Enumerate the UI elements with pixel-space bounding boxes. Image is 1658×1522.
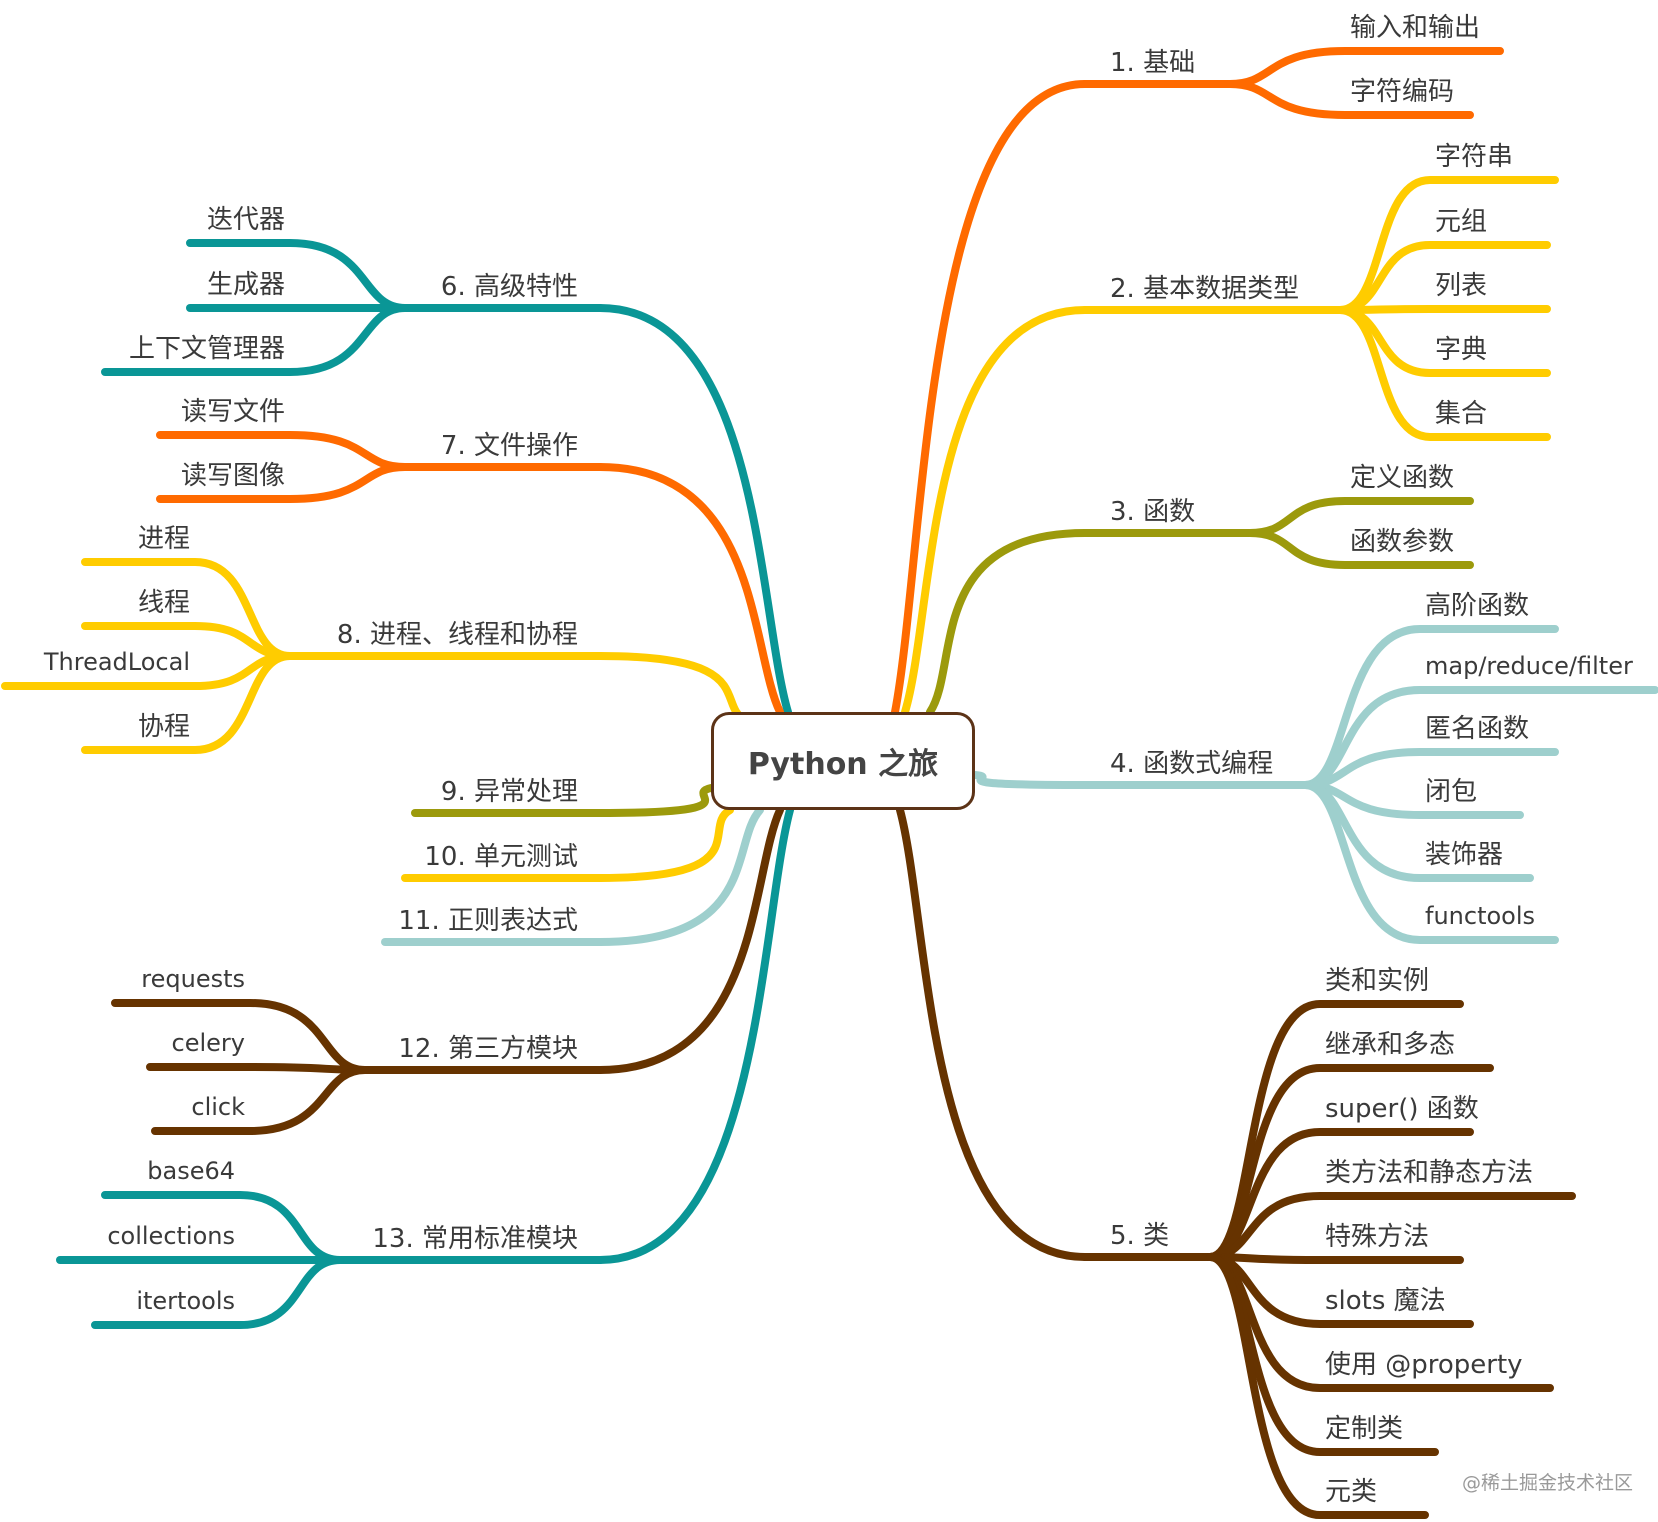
child-label-12-1[interactable]: requests xyxy=(141,965,245,993)
child-label-4-6[interactable]: functools xyxy=(1425,902,1536,930)
child-label-8-4[interactable]: 协程 xyxy=(137,712,190,742)
child-label-5-2[interactable]: 继承和多态 xyxy=(1325,1030,1456,1060)
child-label-6-3[interactable]: 上下文管理器 xyxy=(128,334,285,364)
branch-line-2 xyxy=(901,306,1089,716)
branch-line-10 xyxy=(596,806,734,882)
branch-label-10[interactable]: 10. 单元测试 xyxy=(424,842,578,872)
branch-line-11 xyxy=(596,806,764,946)
child-label-4-1[interactable]: 高阶函数 xyxy=(1425,591,1530,621)
child-line-13-3 xyxy=(91,1256,344,1329)
branch-line-9 xyxy=(596,784,715,817)
child-line-2-3 xyxy=(1336,305,1551,314)
child-label-5-3[interactable]: super() 函数 xyxy=(1325,1094,1479,1124)
child-label-4-4[interactable]: 闭包 xyxy=(1425,777,1478,807)
child-line-4-6 xyxy=(1301,781,1559,944)
child-label-5-7[interactable]: 使用 @property xyxy=(1325,1350,1523,1380)
branch-label-3[interactable]: 3. 函数 xyxy=(1110,497,1196,527)
child-line-5-9 xyxy=(1206,1253,1429,1519)
child-label-4-5[interactable]: 装饰器 xyxy=(1425,840,1504,870)
child-label-1-2[interactable]: 字符编码 xyxy=(1350,77,1455,107)
branch-line-3 xyxy=(926,529,1089,716)
branch-label-8[interactable]: 8. 进程、线程和协程 xyxy=(336,620,578,650)
child-label-13-3[interactable]: itertools xyxy=(136,1287,235,1315)
branch-label-12[interactable]: 12. 第三方模块 xyxy=(398,1034,578,1064)
child-label-2-2[interactable]: 元组 xyxy=(1435,207,1488,237)
child-label-6-1[interactable]: 迭代器 xyxy=(206,205,285,235)
child-line-5-5 xyxy=(1206,1253,1464,1264)
child-label-4-3[interactable]: 匿名函数 xyxy=(1425,714,1530,744)
child-line-1-2 xyxy=(1226,80,1474,119)
child-label-4-2[interactable]: map/reduce/filter xyxy=(1425,652,1633,680)
branch-label-7[interactable]: 7. 文件操作 xyxy=(440,431,578,461)
child-line-8-4 xyxy=(81,652,294,754)
child-label-6-2[interactable]: 生成器 xyxy=(206,270,285,300)
watermark: @稀土掘金技术社区 xyxy=(1462,1472,1634,1494)
child-label-5-5[interactable]: 特殊方法 xyxy=(1325,1222,1430,1252)
child-label-2-5[interactable]: 集合 xyxy=(1435,399,1488,429)
branch-label-4[interactable]: 4. 函数式编程 xyxy=(1110,749,1274,779)
branch-label-9[interactable]: 9. 异常处理 xyxy=(440,777,578,807)
child-label-12-2[interactable]: celery xyxy=(171,1029,245,1057)
child-label-8-2[interactable]: 线程 xyxy=(137,588,190,618)
child-label-8-1[interactable]: 进程 xyxy=(137,524,190,554)
child-label-5-8[interactable]: 定制类 xyxy=(1325,1414,1404,1444)
child-line-3-2 xyxy=(1246,529,1474,569)
child-line-12-3 xyxy=(151,1066,369,1135)
branch-line-5 xyxy=(896,806,1089,1261)
child-line-6-3 xyxy=(101,304,409,376)
branch-line-7 xyxy=(596,463,784,716)
branch-label-13[interactable]: 13. 常用标准模块 xyxy=(372,1224,578,1254)
child-label-2-4[interactable]: 字典 xyxy=(1435,335,1488,365)
branch-line-4 xyxy=(971,771,1089,789)
child-label-7-2[interactable]: 读写图像 xyxy=(180,461,285,491)
child-line-2-5 xyxy=(1336,306,1551,441)
central-topic[interactable]: Python 之旅 xyxy=(711,712,975,810)
child-label-13-1[interactable]: base64 xyxy=(147,1157,235,1185)
child-label-7-1[interactable]: 读写文件 xyxy=(180,397,285,427)
branch-line-6 xyxy=(596,304,792,716)
child-label-3-2[interactable]: 函数参数 xyxy=(1350,527,1455,557)
child-label-5-6[interactable]: slots 魔法 xyxy=(1325,1286,1446,1316)
child-label-3-1[interactable]: 定义函数 xyxy=(1350,463,1455,493)
branch-label-5[interactable]: 5. 类 xyxy=(1110,1221,1170,1251)
branch-label-11[interactable]: 11. 正则表达式 xyxy=(398,906,578,936)
child-line-12-2 xyxy=(146,1063,369,1074)
child-label-5-9[interactable]: 元类 xyxy=(1325,1477,1378,1507)
child-label-5-1[interactable]: 类和实例 xyxy=(1325,966,1430,996)
branch-line-13 xyxy=(596,806,794,1264)
child-label-13-2[interactable]: collections xyxy=(107,1222,235,1250)
branch-line-1 xyxy=(891,80,1089,716)
central-topic-label: Python 之旅 xyxy=(747,747,939,782)
branch-line-8 xyxy=(596,652,749,724)
branch-label-2[interactable]: 2. 基本数据类型 xyxy=(1110,274,1300,304)
child-label-5-4[interactable]: 类方法和静态方法 xyxy=(1325,1158,1534,1188)
child-label-2-1[interactable]: 字符串 xyxy=(1435,142,1514,172)
child-label-12-3[interactable]: click xyxy=(191,1093,245,1121)
child-line-7-2 xyxy=(156,463,409,503)
branch-line-12 xyxy=(596,806,784,1074)
child-label-1-1[interactable]: 输入和输出 xyxy=(1350,13,1481,43)
child-label-2-3[interactable]: 列表 xyxy=(1435,271,1488,301)
child-label-8-3[interactable]: ThreadLocal xyxy=(43,648,190,676)
branch-label-1[interactable]: 1. 基础 xyxy=(1110,48,1196,78)
branch-label-6[interactable]: 6. 高级特性 xyxy=(440,272,578,302)
